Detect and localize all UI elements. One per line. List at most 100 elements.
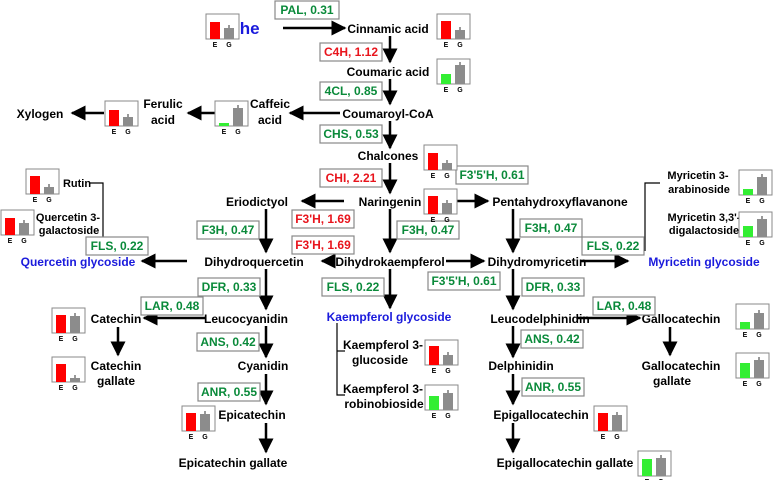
- epicatechin-label: Epicatechin: [218, 408, 285, 422]
- bar-g: [754, 313, 764, 329]
- bar-e: [743, 189, 753, 195]
- bar-label-g: G: [202, 434, 208, 441]
- bar-label-e: E: [432, 413, 437, 420]
- bar-g: [443, 355, 453, 365]
- enzyme-f35h-top-label: F3'5'H, 0.61: [459, 168, 524, 182]
- enzyme-anr-right-label: ANR, 0.55: [525, 380, 581, 394]
- enzyme-fls-mid-box: [321, 277, 385, 297]
- bar-e: [30, 176, 40, 194]
- epicatechin-gallate-label: Epicatechin gallate: [179, 456, 288, 470]
- bar-e: [5, 218, 15, 235]
- bar-e: [56, 315, 66, 333]
- glycoside-labels: Quercetin glycoside Myricetin glycoside …: [21, 255, 760, 324]
- gallocatechin-label: Gallocatechin: [642, 312, 721, 326]
- bar-g: [233, 108, 243, 126]
- enzyme-4cl: 4CL, 0.85: [319, 81, 383, 101]
- enzyme-f3h-mid-box: [396, 220, 460, 240]
- enzyme-anr-left-box: [197, 382, 261, 402]
- delphinidin-label: Delphinidin: [488, 359, 553, 373]
- bar-g: [70, 316, 80, 333]
- enzyme-f35h-mid-label: F3'5'H, 0.61: [431, 274, 496, 288]
- enzyme-f3h-right: F3H, 0.47: [519, 218, 583, 238]
- bar-label-g: G: [614, 434, 620, 441]
- enzyme-anr-right-box: [521, 377, 585, 397]
- bar-g: [754, 360, 764, 378]
- dihydroquercetin-label: Dihydroquercetin: [204, 255, 303, 269]
- rutin-label: Rutin: [63, 178, 91, 190]
- bar-label-g: G: [444, 217, 450, 224]
- naringenin-label: Naringenin: [359, 195, 422, 209]
- bar-label-e: E: [743, 332, 748, 339]
- myricetin-arabinoside-label-2: arabinoside: [668, 184, 730, 196]
- bar-chart-epigallocatechin-gallate: EG: [637, 450, 672, 480]
- dihydrokaempferol-label: Dihydrokaempferol: [335, 255, 444, 269]
- enzyme-fls-left-label: FLS, 0.22: [91, 239, 144, 253]
- enzyme-fls-left: FLS, 0.22: [85, 236, 149, 256]
- myricetin-bracket: [644, 182, 660, 251]
- enzyme-pal-box: [274, 0, 340, 20]
- eriodictyol-label: Eriodictyol: [226, 195, 288, 209]
- bar-e: [186, 413, 196, 431]
- epigallocatechin-label: Epigallocatechin: [493, 408, 588, 422]
- bar-label-g: G: [457, 87, 463, 94]
- myricetin-glycoside-label: Myricetin glycoside: [648, 255, 760, 269]
- bar-label-g: G: [445, 368, 451, 375]
- bar-e: [109, 110, 119, 126]
- enzyme-chi: CHI, 2.21: [319, 168, 383, 188]
- enzyme-ans-right-box: [520, 329, 584, 349]
- quercetin-galactoside-label-2: galactoside: [39, 225, 100, 237]
- enzyme-f3h-right-box: [519, 218, 583, 238]
- enzyme-dfr-left-label: DFR, 0.33: [202, 280, 257, 294]
- bar-label-g: G: [21, 238, 27, 245]
- bar-label-e: E: [746, 240, 751, 247]
- enzyme-4cl-box: [319, 81, 383, 101]
- quercetin-bracket: [90, 182, 104, 251]
- bar-label-e: E: [8, 238, 13, 245]
- enzyme-c4h-label: C4H, 1.12: [324, 45, 378, 59]
- enzyme-4cl-label: 4CL, 0.85: [325, 84, 378, 98]
- catechin-label: Catechin: [91, 312, 142, 326]
- kaempferol-bracket: [336, 323, 345, 396]
- coumaric-acid-label: Coumaric acid: [347, 65, 430, 79]
- bar-e: [740, 322, 750, 329]
- bar-label-e: E: [189, 434, 194, 441]
- bar-e: [429, 396, 439, 410]
- bar-g: [442, 203, 452, 214]
- bar-label-e: E: [33, 197, 38, 204]
- enzyme-anr-left: ANR, 0.55: [197, 382, 261, 402]
- enzyme-chi-label: CHI, 2.21: [326, 171, 377, 185]
- enzyme-pal-label: PAL, 0.31: [280, 3, 333, 17]
- bar-label-g: G: [125, 129, 131, 136]
- pathway-arrows: [70, 20, 678, 454]
- enzyme-lar-right-label: LAR, 0.48: [597, 299, 652, 313]
- enzyme-dfr-right-box: [521, 277, 585, 297]
- enzyme-chs: CHS, 0.53: [319, 124, 383, 144]
- kaempferol-glycoside-label: Kaempferol glycoside: [327, 310, 452, 324]
- bar-label-e: E: [431, 217, 436, 224]
- bar-label-g: G: [226, 42, 232, 49]
- myricetin-digalactoside-label-1: Myricetin 3,3'-: [668, 212, 741, 224]
- bar-chart-frame: [214, 100, 249, 127]
- enzyme-ans-right: ANS, 0.42: [520, 329, 584, 349]
- bar-e: [56, 364, 66, 382]
- gallocatechin-gallate-label-1: Gallocatechin: [642, 359, 721, 373]
- enzyme-f3h-left-label: F3H, 0.47: [202, 223, 255, 237]
- bar-e: [743, 226, 753, 237]
- myricetin-digalactoside-label-2: digalactoside: [669, 225, 739, 237]
- enzyme-ans-left-label: ANS, 0.42: [200, 335, 256, 349]
- quercetin-glycoside-label: Quercetin glycoside: [21, 255, 136, 269]
- metabolite-labels: Phe Cinnamic acid Coumaric acid Coumaroy…: [17, 19, 741, 470]
